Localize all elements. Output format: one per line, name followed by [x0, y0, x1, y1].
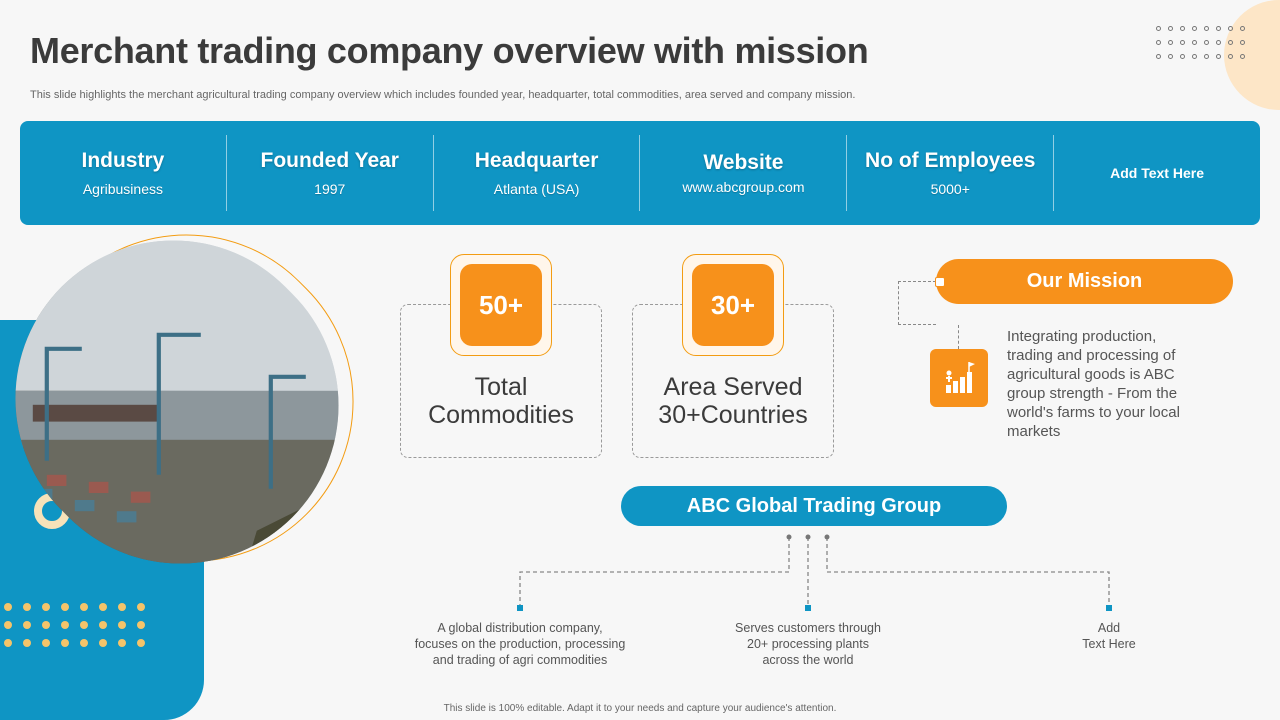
stat-badge-commodities: 50+ — [450, 254, 552, 356]
group-name: ABC Global Trading Group — [621, 486, 1007, 526]
stat-number: 30+ — [692, 264, 774, 346]
stat-label-line: Total — [474, 373, 528, 401]
info-heading: No of Employees — [865, 149, 1036, 172]
stat-label-line: 30+Countries — [658, 401, 808, 429]
slide-footer: This slide is 100% editable. Adapt it to… — [443, 703, 837, 714]
slide-subtitle: This slide highlights the merchant agric… — [30, 89, 856, 101]
branch-text-distribution: A global distribution company, focuses o… — [398, 620, 642, 668]
branch-text-placeholder: Add Text Here — [1059, 620, 1159, 652]
info-website: Website www.abcgroup.com — [640, 135, 848, 211]
mission-connector-line — [958, 325, 959, 349]
info-industry: Industry Agribusiness — [20, 135, 227, 211]
info-value: 5000+ — [930, 181, 970, 197]
info-value: 1997 — [314, 181, 346, 197]
growth-stairs-flag-icon — [930, 349, 988, 407]
branch-text-customers: Serves customers through 20+ processing … — [708, 620, 908, 668]
stat-label-line: Area Served — [663, 373, 803, 401]
info-add-text: Add Text Here — [1054, 135, 1260, 211]
decor-yellow-dots — [4, 603, 156, 647]
info-founded-year: Founded Year 1997 — [227, 135, 434, 211]
stat-label-line: Commodities — [428, 401, 574, 429]
info-heading: Industry — [81, 149, 165, 172]
info-placeholder: Add Text Here — [1110, 165, 1204, 181]
slide-title: Merchant trading company overview with m… — [30, 30, 869, 71]
mission-node — [935, 277, 945, 287]
info-heading: Founded Year — [260, 149, 399, 172]
stat-badge-area-served: 30+ — [682, 254, 784, 356]
info-employees: No of Employees 5000+ — [847, 135, 1055, 211]
branch-line: A global distribution company, — [437, 621, 603, 635]
mission-title: Our Mission — [936, 259, 1233, 304]
mission-text: Integrating production, trading and proc… — [1007, 328, 1180, 440]
mission-connector — [898, 281, 936, 325]
branch-line: Add — [1097, 621, 1121, 635]
info-heading: Website — [703, 151, 784, 174]
company-info-bar: Industry Agribusiness Founded Year 1997 … — [20, 121, 1260, 225]
stat-card-area-served: Area Served 30+Countries — [632, 304, 834, 458]
info-value: www.abcgroup.com — [682, 179, 805, 195]
branch-line: focuses on the production, processing — [414, 637, 626, 651]
branch-line: across the world — [762, 653, 854, 667]
branch-line: and trading of agri commodities — [432, 653, 608, 667]
stat-card-commodities: Total Commodities — [400, 304, 602, 458]
decor-dot-grid — [1156, 26, 1256, 59]
branch-line: 20+ processing plants — [747, 637, 869, 651]
stat-label: Total Commodities — [401, 373, 601, 429]
stat-number: 50+ — [460, 264, 542, 346]
branch-line: Text Here — [1082, 637, 1136, 651]
info-headquarter: Headquarter Atlanta (USA) — [434, 135, 641, 211]
info-value: Agribusiness — [82, 181, 163, 197]
stat-label: Area Served 30+Countries — [633, 373, 833, 429]
branch-line: Serves customers through — [735, 621, 881, 635]
info-value: Atlanta (USA) — [493, 181, 580, 197]
info-heading: Headquarter — [474, 149, 599, 172]
